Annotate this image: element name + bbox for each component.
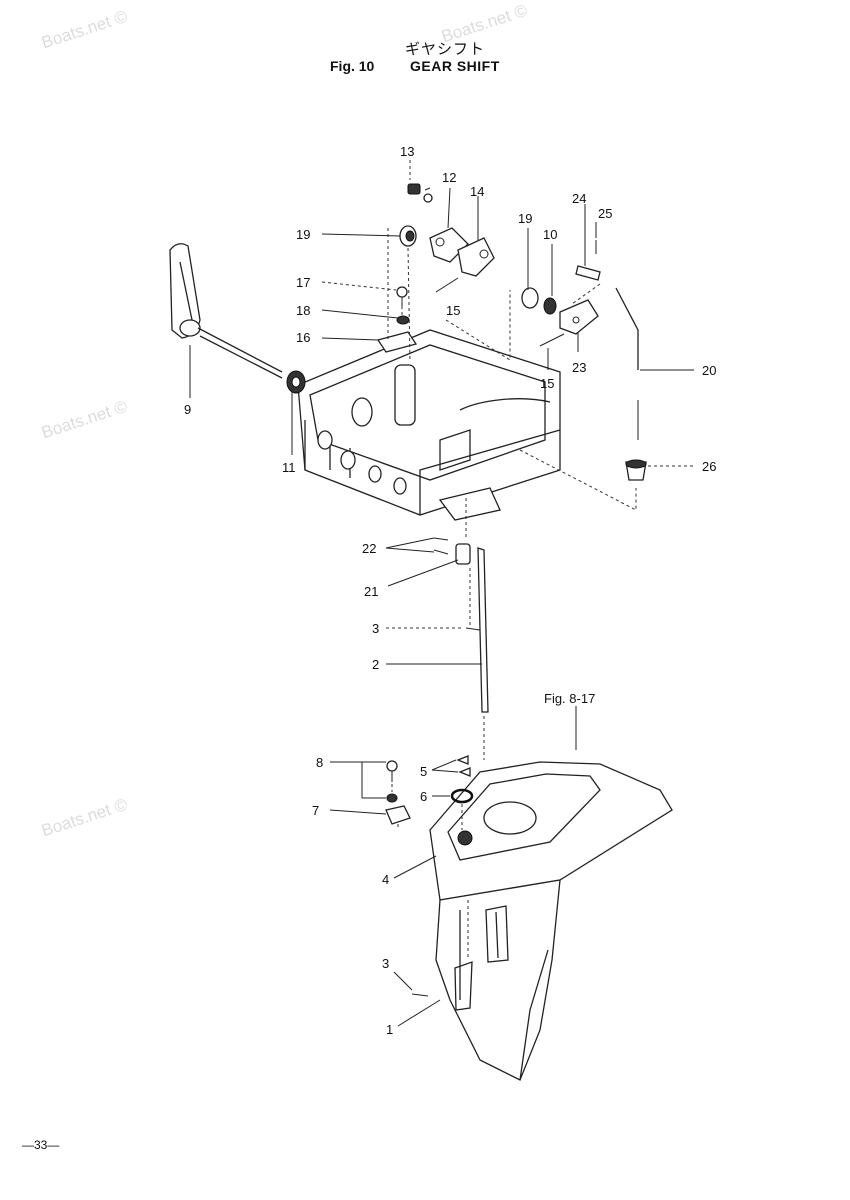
pin-24 [575,265,601,281]
page-number: —33— [22,1138,60,1152]
washer-18 [396,315,410,325]
callout-2: 2 [372,657,379,672]
callout-11: 11 [282,460,296,475]
bottom-cowling [297,329,561,521]
washer-10 [543,297,557,315]
pin-15-upper [435,277,459,293]
callout-1: 1 [386,1022,393,1037]
callout-3: 3 [382,956,389,971]
callout-22: 22 [362,541,376,556]
shift-lever [169,243,283,379]
screw-17 [396,286,408,306]
bolt-13 [407,183,433,203]
screw-8 [386,760,398,782]
pin-15-lower [539,333,565,347]
rod-joint-21 [455,543,471,565]
clips-5 [456,755,471,777]
callout-5: 5 [420,764,427,779]
callout-8: 8 [316,755,323,770]
pin-3-lower [411,993,429,997]
joint-23 [559,299,599,335]
callout-20: 20 [702,363,716,378]
callout-14: 14 [470,184,484,199]
pins-22 [433,537,449,555]
callout-23: 23 [572,360,586,375]
o-ring-6 [450,788,474,804]
title-japanese: ギヤシフト [405,40,486,58]
callout-26: 26 [702,459,716,474]
callout-4: 4 [382,872,389,887]
bracket-7 [385,805,411,825]
shift-rod-2 [477,547,489,713]
callout-6: 6 [420,789,427,804]
callout-17: 17 [296,275,310,290]
callout-10: 10 [543,227,557,242]
callout-7: 7 [312,803,319,818]
pin-3-upper [465,627,481,631]
callout-15: 15 [446,303,460,318]
grommet-26 [625,459,647,481]
callout-9: 9 [184,402,191,417]
figure-number: Fig. 10 [330,58,375,74]
callout-15: 15 [540,376,554,391]
washer-8 [386,793,398,803]
shift-rod-20 [615,287,639,440]
figure-reference: Fig. 8-17 [544,691,595,706]
callout-13: 13 [400,144,414,159]
lower-casing [429,761,673,1081]
callout-12: 12 [442,170,456,185]
callout-18: 18 [296,303,310,318]
plate-16 [376,331,418,353]
grommet [286,370,306,394]
figure-title: GEAR SHIFT [410,58,500,74]
callout-24: 24 [572,191,586,206]
callout-25: 25 [598,206,612,221]
callout-3: 3 [372,621,379,636]
leader-lines [189,160,694,1027]
shift-link-14 [457,237,495,277]
callout-19: 19 [518,211,532,226]
callout-19: 19 [296,227,310,242]
collar-19-right [521,287,539,309]
callout-16: 16 [296,330,310,345]
collar-19-left [399,225,417,247]
callout-21: 21 [364,584,378,599]
